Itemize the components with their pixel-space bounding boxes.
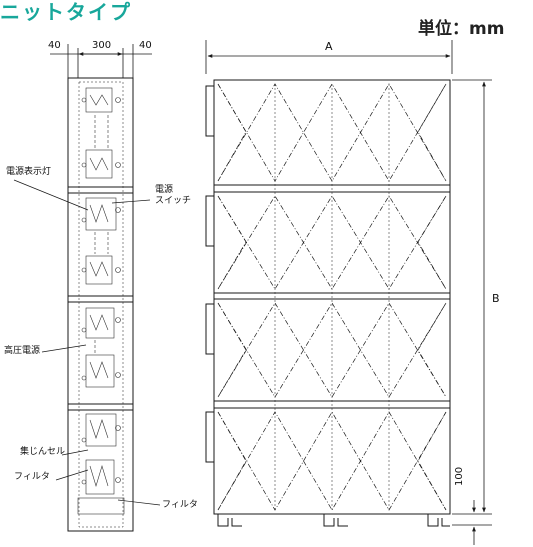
side-view-leader-lines [13, 179, 161, 506]
front-dim-width: A [325, 40, 333, 53]
label-filter-right: フィルタ [162, 500, 198, 510]
label-filter-left: フィルタ [14, 472, 50, 482]
front-view-panel-lattice [217, 83, 447, 511]
label-collector-cell: 集じんセル [20, 447, 66, 457]
page-title: ニットタイプ [0, 0, 132, 24]
side-dim-right: 40 [139, 40, 152, 51]
side-view-internal-details [77, 87, 125, 515]
side-dim-center: 300 [92, 40, 112, 51]
label-power-lamp: 電源表示灯 [6, 167, 52, 177]
front-dim-height: B [492, 292, 500, 305]
front-view-verticals [274, 84, 390, 510]
label-power-switch-line1: 電源 [155, 185, 174, 195]
side-dim-left: 40 [48, 40, 61, 51]
side-view-cabinet [67, 77, 134, 532]
label-power-switch-line2: スイッチ [155, 196, 192, 206]
front-view-dimension-lines [205, 40, 492, 545]
front-dim-base: 100 [454, 466, 465, 486]
label-high-voltage-supply: 高圧電源 [4, 346, 41, 356]
unit-label: 単位：mm [418, 19, 505, 39]
side-view-dimension-lines [50, 44, 152, 78]
front-view-cabinet [205, 79, 451, 527]
